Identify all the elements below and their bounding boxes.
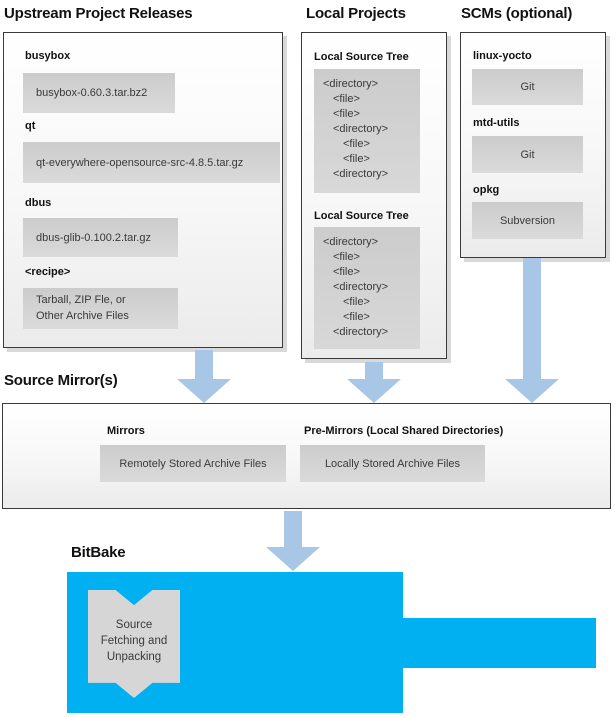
scm-item-box: Git	[472, 69, 583, 105]
scm-item-label: mtd-utils	[473, 117, 520, 129]
down-arrow	[505, 258, 559, 403]
scm-item-value: Git	[520, 81, 535, 93]
scm-item-box: Subversion	[472, 202, 583, 239]
source-fetching-ribbon: Source Fetching and Unpacking	[88, 590, 180, 698]
scm-item-value: Git	[520, 148, 535, 161]
source-mirrors-panel: Mirrors Remotely Stored Archive Files Pr…	[2, 403, 611, 509]
upstream-item-label: busybox	[25, 50, 71, 62]
down-arrow	[347, 362, 401, 403]
tree-line: <file>	[333, 108, 360, 120]
mirror-item-box: Remotely Stored Archive Files	[100, 445, 286, 482]
tree-line: <file>	[333, 93, 360, 105]
bitbake-output-bar	[403, 618, 596, 668]
mirror-item-value: Locally Stored Archive Files	[324, 457, 461, 470]
local-tree-label: Local Source Tree	[314, 210, 409, 222]
upstream-item-value: Tarball, ZIP Fle, or Other Archive Files	[36, 293, 129, 322]
local-source-tree-box: <directory> <file> <file> <directory> <f…	[314, 227, 420, 349]
scms-title: SCMs (optional)	[461, 5, 573, 22]
mirror-item-label: Pre-Mirrors (Local Shared Directories)	[304, 425, 504, 437]
tree-line: <directory>	[333, 281, 389, 293]
tree-line: <directory>	[333, 123, 389, 135]
upstream-item-box: busybox-0.60.3.tar.bz2	[23, 73, 175, 113]
source-fetching-label: Source Fetching and Unpacking	[100, 618, 168, 664]
scm-item-box: Git	[472, 136, 583, 173]
tree-line: <directory>	[333, 326, 389, 338]
scm-item-value: Subversion	[499, 214, 556, 227]
down-arrow	[266, 511, 320, 571]
upstream-item-box: Tarball, ZIP Fle, or Other Archive Files	[23, 288, 178, 329]
local-tree-label: Local Source Tree	[314, 51, 409, 63]
scm-item-label: opkg	[473, 184, 500, 196]
mirror-item-label: Mirrors	[107, 425, 145, 437]
tree-line: <directory>	[323, 236, 379, 248]
upstream-item-box: qt-everywhere-opensource-src-4.8.5.tar.g…	[23, 142, 280, 183]
bitbake-title: BitBake	[71, 544, 126, 561]
tree-line: <file>	[333, 266, 360, 278]
local-source-tree-box: <directory> <file> <file> <directory> <f…	[314, 69, 420, 193]
tree-line: <file>	[343, 138, 370, 150]
upstream-item-label: <recipe>	[25, 266, 71, 278]
tree-line: <file>	[343, 311, 370, 323]
upstream-title: Upstream Project Releases	[4, 5, 193, 22]
mirror-item-box: Locally Stored Archive Files	[300, 445, 485, 482]
upstream-item-label: dbus	[25, 197, 52, 209]
source-mirrors-title: Source Mirror(s)	[4, 372, 118, 389]
upstream-item-value: qt-everywhere-opensource-src-4.8.5.tar.g…	[36, 156, 244, 169]
tree-line: <directory>	[323, 78, 379, 90]
local-projects-title: Local Projects	[306, 5, 406, 22]
tree-line: <file>	[333, 251, 360, 263]
tree-line: <file>	[343, 153, 370, 165]
upstream-item-label: qt	[25, 120, 36, 132]
local-projects-panel: Local Source Tree <directory> <file> <fi…	[301, 32, 447, 359]
upstream-panel: busybox busybox-0.60.3.tar.bz2 qt qt-eve…	[3, 32, 283, 348]
tree-line: <file>	[343, 296, 370, 308]
tree-line: <directory>	[333, 168, 389, 180]
down-arrow	[177, 350, 231, 403]
upstream-item-value: dbus-glib-0.100.2.tar.gz	[36, 231, 151, 244]
upstream-item-value: busybox-0.60.3.tar.bz2	[36, 87, 148, 99]
upstream-item-box: dbus-glib-0.100.2.tar.gz	[23, 218, 178, 257]
scms-panel: linux-yocto Git mtd-utils Git opkg Subve…	[460, 32, 606, 258]
scm-item-label: linux-yocto	[473, 50, 532, 62]
mirror-item-value: Remotely Stored Archive Files	[119, 457, 267, 470]
